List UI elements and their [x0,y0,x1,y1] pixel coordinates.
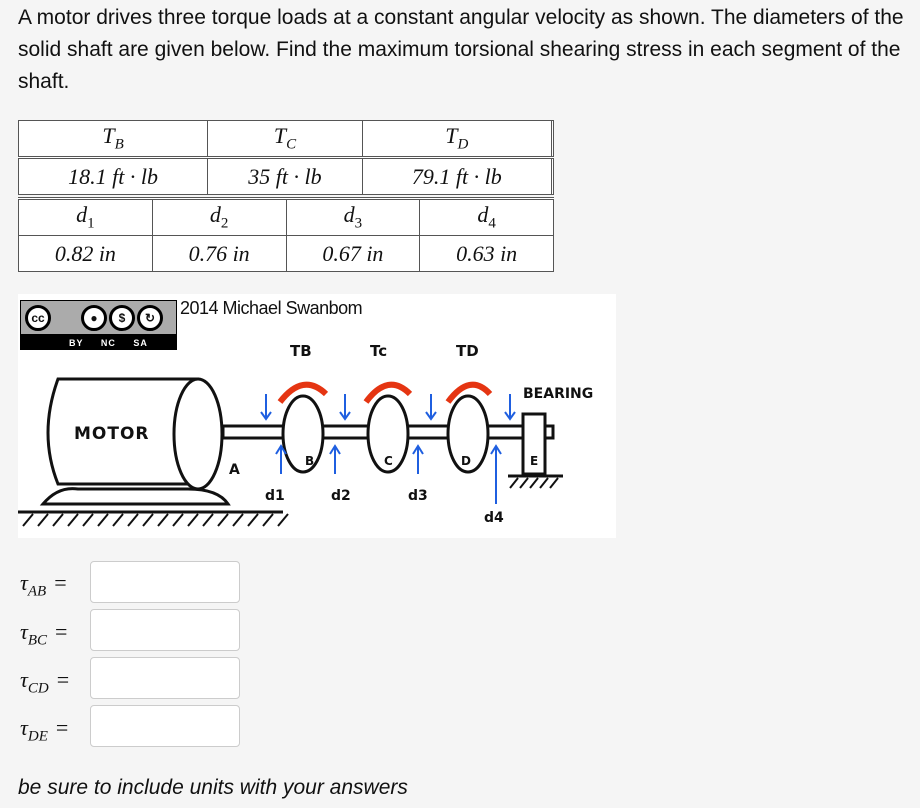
cc-license-badge: cc ● $ ↻ BY NC SA [20,300,177,350]
shaft-diagram [18,377,563,527]
bearing [508,412,563,478]
point-d: D [461,454,471,468]
units-note: be sure to include units with your answe… [18,776,408,799]
value-d1: 0.82 in [18,235,153,272]
diameter-table: d1 d2 d3 d4 0.82 in 0.76 in 0.67 in 0.63… [18,197,554,272]
diameter-label-2: d2 [331,488,351,504]
header-empty [550,120,555,159]
disks [281,394,490,474]
point-e: E [530,454,539,468]
point-c: C [384,454,393,468]
diameter-label-1: d1 [265,488,285,504]
tau-cd-input[interactable] [90,657,240,699]
value-tc: 35 ft · lb [207,157,363,195]
tau-bc-input[interactable] [90,609,240,651]
diameter-label-4: d4 [484,510,504,526]
tau-bc-label: τBC= [20,619,68,649]
torque-arrows [277,381,493,404]
cc-icon: cc [25,305,51,331]
tau-cd-label: τCD= [20,667,70,697]
point-a: A [229,462,240,478]
cc-parts: BY NC SA [69,338,148,348]
copyright-text: 2014 Michael Swanbom [180,298,363,318]
motor-body [18,377,283,514]
value-d4: 0.63 in [419,235,554,272]
value-d3: 0.67 in [285,235,421,272]
diameter-label-3: d3 [408,488,428,504]
point-b: B [305,454,315,468]
header-d2: d2 [151,197,287,236]
header-d4: d4 [419,197,554,236]
question-text: A motor drives three torque loads at a c… [18,6,904,93]
torque-table: TB TC TD 18.1 ft · lb 35 ft · lb 79.1 ft… [17,120,555,195]
nc-icon: $ [109,305,135,331]
tau-ab-label: τAB= [20,570,67,600]
motor-label: MOTOR [74,424,150,444]
torque-label-d: TD [456,342,479,360]
shaft-figure: cc ● $ ↻ BY NC SA 2014 Michael Swanbom [18,294,616,538]
torque-label-b: TB [290,342,312,360]
header-tc: TC [207,120,363,159]
tau-de-label: τDE= [20,715,69,745]
tau-de-input[interactable] [90,705,240,747]
section-arrows [260,394,516,504]
header-d1: d1 [18,197,153,236]
header-d3: d3 [285,197,421,236]
value-empty [550,157,555,195]
header-tb: TB [17,120,209,159]
header-td: TD [361,120,552,159]
value-td: 79.1 ft · lb [361,157,552,195]
ground-hatch [22,513,289,527]
value-d2: 0.76 in [151,235,287,272]
by-icon: ● [81,305,107,331]
tau-ab-input[interactable] [90,561,240,603]
sa-icon: ↻ [137,305,163,331]
value-tb: 18.1 ft · lb [17,157,209,195]
bearing-label: BEARING [523,386,594,402]
torque-label-c: Tc [370,342,388,360]
